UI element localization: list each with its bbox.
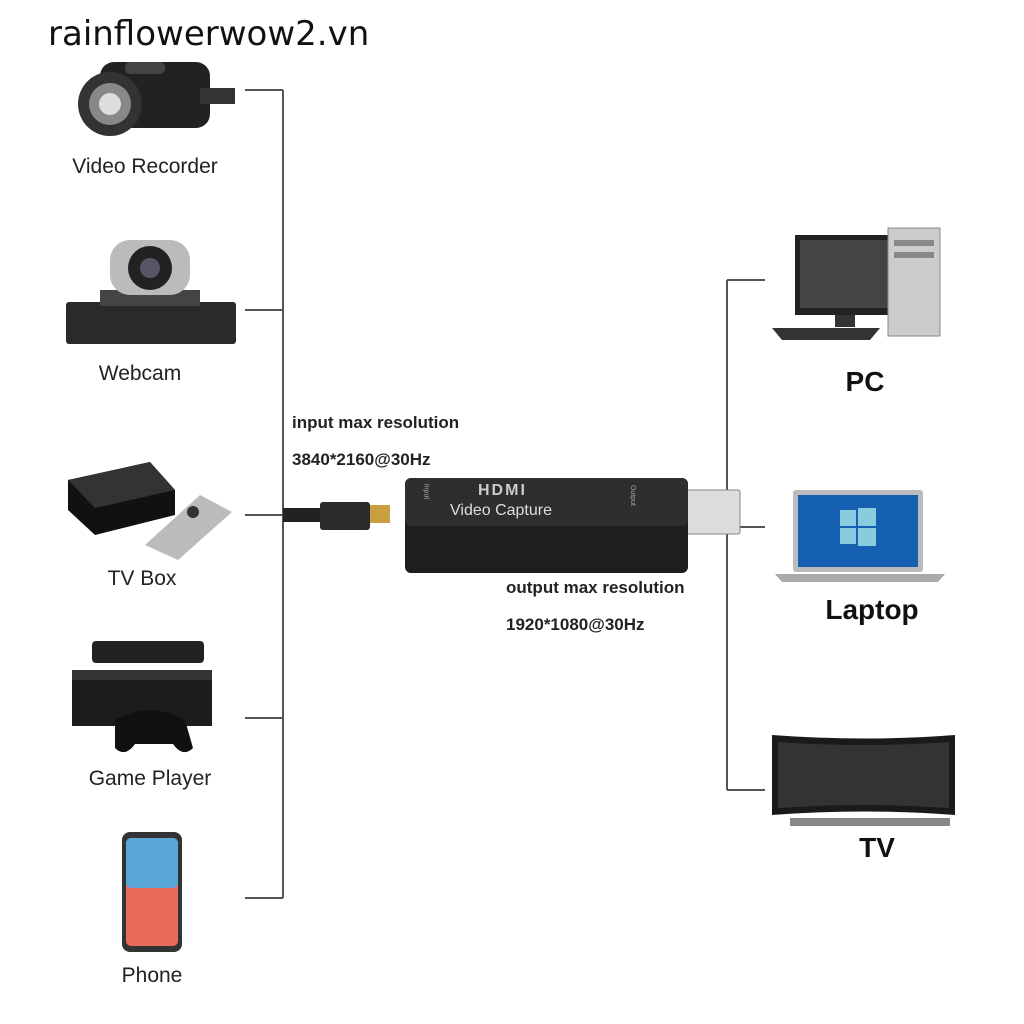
input-label-webcam: Webcam	[98, 362, 182, 385]
pc-icon	[772, 227, 941, 340]
input-spec-title: input max resolution	[292, 413, 460, 432]
tv-box-icon	[68, 462, 232, 560]
device-name: Video Capture	[450, 502, 552, 519]
webcam-icon	[66, 240, 236, 344]
watermark: rainflowerwow2.vn	[48, 14, 370, 54]
hdmi-cable	[283, 502, 390, 530]
output-label-pc: PC	[845, 366, 885, 397]
laptop-icon	[775, 490, 945, 582]
output-port-label: Output	[629, 484, 637, 507]
output-label-tv: TV	[859, 832, 895, 863]
game-console-icon	[72, 641, 212, 753]
input-label-game-player: Game Player	[88, 767, 212, 790]
output-spec-value: 1920*1080@30Hz	[506, 615, 645, 634]
input-port-label: Input	[422, 483, 430, 500]
device-brand-logo: HDMI	[478, 482, 527, 499]
input-spec-value: 3840*2160@30Hz	[292, 450, 431, 469]
input-label-video-recorder: Video Recorder	[72, 155, 218, 178]
capture-device	[405, 478, 741, 573]
output-label-laptop: Laptop	[825, 594, 919, 625]
connector-lines	[245, 89, 765, 899]
input-label-phone: Phone	[121, 964, 183, 987]
phone-icon	[122, 832, 182, 952]
output-spec-title: output max resolution	[506, 578, 685, 597]
tv-icon	[772, 735, 955, 826]
input-label-tv-box: TV Box	[107, 567, 177, 590]
video-recorder-icon	[78, 62, 235, 136]
